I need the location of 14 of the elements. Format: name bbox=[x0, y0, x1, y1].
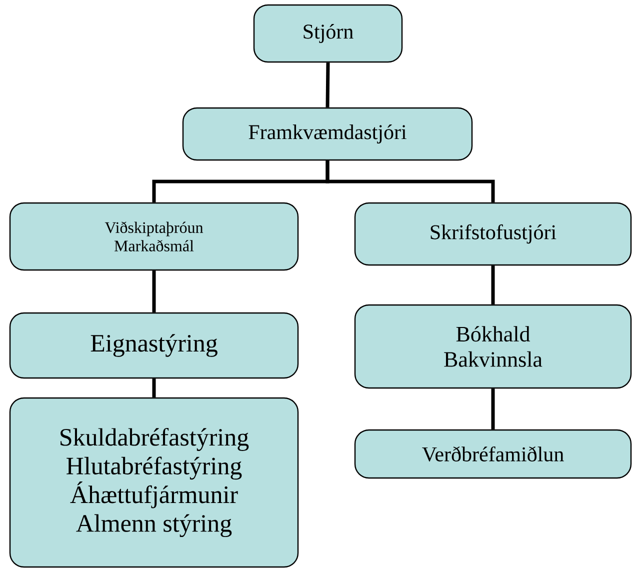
org-box: Skrifstofustjóri bbox=[354, 202, 632, 266]
connector-line bbox=[326, 62, 330, 108]
org-box: Skuldabréfastýring Hlutabréfastýring Áhættufjármunir Almenn stýring bbox=[9, 397, 299, 568]
org-box: Framkvæmdastjóri bbox=[182, 107, 473, 161]
connector-line bbox=[152, 378, 156, 398]
connector-line bbox=[326, 160, 495, 202]
org-box: Verðbréfamiðlun bbox=[354, 429, 632, 479]
org-box: Stjórn bbox=[253, 4, 403, 63]
org-box: Eignastýring bbox=[9, 312, 299, 379]
connector-line bbox=[491, 266, 495, 304]
connector-line bbox=[152, 270, 156, 312]
org-box: Viðskiptaþróun Markaðsmál bbox=[9, 202, 299, 271]
org-box: Bókhald Bakvinnsla bbox=[354, 304, 632, 389]
connector-line bbox=[491, 388, 495, 430]
